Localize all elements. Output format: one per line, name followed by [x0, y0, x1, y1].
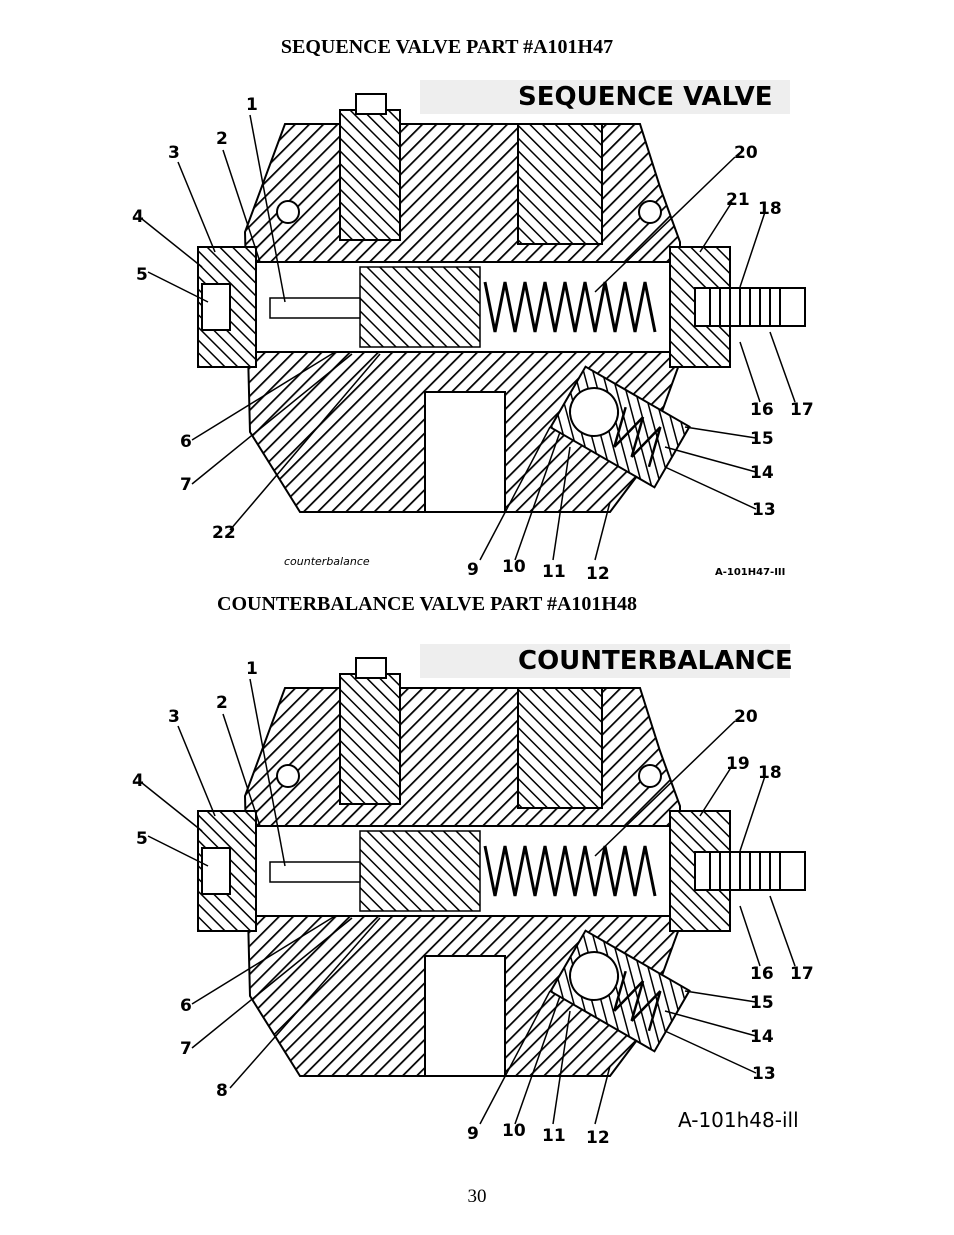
upper-bore [517, 123, 603, 245]
left-plug [201, 283, 231, 331]
check-ball [569, 951, 620, 1001]
callout-12: 12 [586, 564, 610, 582]
callout-16: 16 [750, 964, 774, 984]
page-number: 30 [467, 1186, 487, 1207]
callout-3: 3 [168, 143, 180, 163]
spool [359, 266, 481, 348]
callout-3: 3 [168, 707, 180, 727]
callout-10: 10 [502, 557, 526, 577]
check-spring [613, 406, 662, 468]
diagram-banner: COUNTERBALANCE [518, 646, 793, 676]
sequence-valve-diagram: SEQUENCE VALVE [120, 72, 820, 582]
callout-8: 8 [216, 1081, 228, 1101]
mounting-hole-left [276, 764, 300, 788]
sequence-valve-title: SEQUENCE VALVE PART #A101H47 [280, 36, 614, 58]
callout-7: 7 [180, 1039, 192, 1059]
banner-background [420, 80, 790, 114]
callout-2: 2 [216, 129, 228, 149]
main-spring [483, 845, 657, 897]
top-port-fitting [339, 109, 401, 241]
screw-threads [709, 288, 781, 326]
pilot-piston [269, 297, 361, 319]
callout-14: 14 [750, 1027, 774, 1047]
callout-21: 21 [726, 190, 750, 210]
callout-12: 12 [586, 1128, 610, 1146]
main-spring [483, 281, 657, 333]
callout-13: 13 [752, 500, 776, 520]
leader-lines [141, 678, 796, 1125]
callout-5: 5 [136, 265, 148, 285]
left-plug [201, 847, 231, 895]
check-ball [569, 387, 620, 437]
callout-16: 16 [750, 400, 774, 420]
callout-11: 11 [542, 1126, 566, 1146]
top-port-cap [355, 657, 387, 679]
bottom-port [424, 391, 506, 513]
callout-5: 5 [136, 829, 148, 849]
caption-left: counterbalance [284, 555, 370, 568]
callout-9: 9 [467, 560, 479, 580]
callout-18: 18 [758, 763, 782, 783]
callout-17: 17 [790, 964, 814, 984]
drawing-id: A-101h48-ill [678, 1108, 799, 1132]
sequence-valve-drawing: SEQUENCE VALVE [132, 80, 814, 582]
counterbalance-valve-diagram: COUNTERBALANCE [120, 636, 820, 1146]
callout-15: 15 [750, 993, 774, 1013]
callout-22: 22 [212, 523, 236, 543]
counterbalance-valve-title: COUNTERBALANCE VALVE PART #A101H48 [217, 593, 637, 615]
callout-2: 2 [216, 693, 228, 713]
mounting-hole-right [638, 200, 662, 224]
callout-20: 20 [734, 143, 758, 163]
callout-6: 6 [180, 432, 192, 452]
callout-13: 13 [752, 1064, 776, 1084]
callout-1: 1 [246, 659, 258, 679]
callout-6: 6 [180, 996, 192, 1016]
top-port-cap [355, 93, 387, 115]
check-spring [613, 970, 662, 1032]
callout-7: 7 [180, 475, 192, 495]
counterbalance-valve-drawing: COUNTERBALANCE [132, 644, 814, 1146]
callout-20: 20 [734, 707, 758, 727]
callout-15: 15 [750, 429, 774, 449]
pilot-piston [269, 861, 361, 883]
callout-10: 10 [502, 1121, 526, 1141]
callout-14: 14 [750, 463, 774, 483]
mounting-hole-right [638, 764, 662, 788]
screw-threads [709, 852, 781, 890]
upper-bore [517, 687, 603, 809]
diagram-banner: SEQUENCE VALVE [518, 82, 772, 112]
callout-17: 17 [790, 400, 814, 420]
callout-19: 19 [726, 754, 750, 774]
callout-4: 4 [132, 771, 144, 791]
leader-lines [141, 114, 796, 561]
banner-background [420, 644, 790, 678]
callout-1: 1 [246, 95, 258, 115]
drawing-id: A-101H47-III [715, 567, 785, 578]
callout-11: 11 [542, 562, 566, 582]
callout-9: 9 [467, 1124, 479, 1144]
top-port-fitting [339, 673, 401, 805]
spool [359, 830, 481, 912]
callout-18: 18 [758, 199, 782, 219]
bottom-port [424, 955, 506, 1077]
check-valve-assembly [549, 365, 691, 489]
check-valve-assembly [549, 929, 691, 1053]
callout-4: 4 [132, 207, 144, 227]
mounting-hole-left [276, 200, 300, 224]
